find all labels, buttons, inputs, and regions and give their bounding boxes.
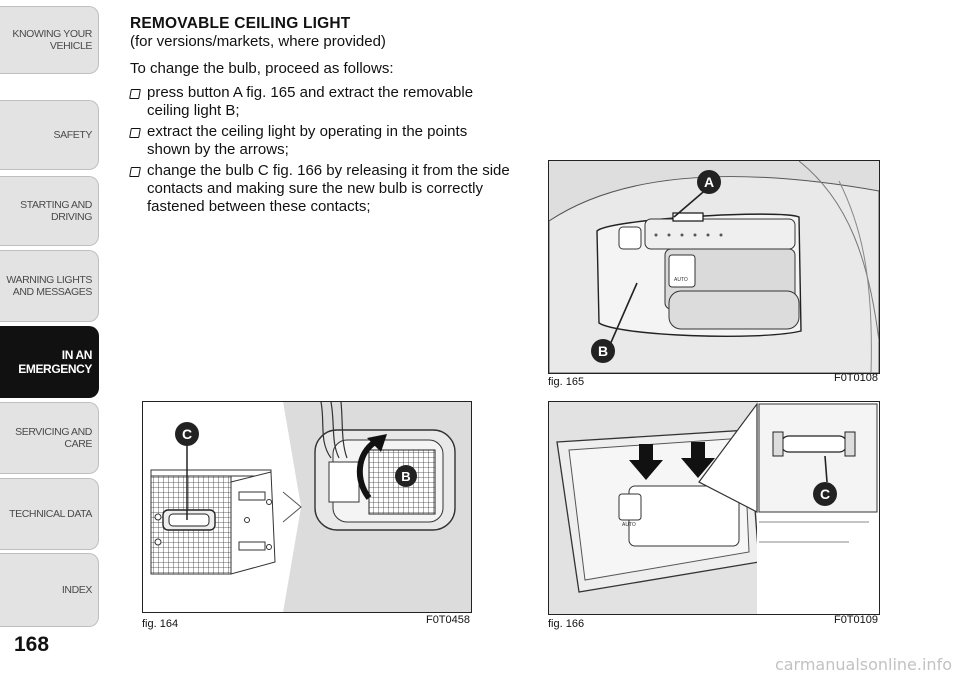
step-text: change the bulb C fig. 166 by releasing … bbox=[147, 162, 510, 215]
tab-label: TECHNICAL DATA bbox=[9, 508, 92, 520]
tab-label: CARE bbox=[64, 438, 92, 450]
callout-circle bbox=[175, 422, 199, 446]
auto-label: AUTO bbox=[622, 522, 636, 528]
tab-warning-lights[interactable]: WARNING LIGHTS AND MESSAGES bbox=[0, 250, 99, 322]
figure-166-code: F0T0109 bbox=[833, 614, 878, 626]
step-text: press button A fig. 165 and extract the … bbox=[147, 84, 474, 119]
figure-165-code: F0T0108 bbox=[833, 372, 878, 384]
callout-letter: C bbox=[820, 486, 830, 502]
tab-starting-and-driving[interactable]: STARTING AND DRIVING bbox=[0, 176, 99, 246]
section-content: REMOVABLE CEILING LIGHT (for versions/ma… bbox=[129, 15, 510, 219]
callout-letter: B bbox=[598, 343, 608, 359]
auto-label: AUTO bbox=[674, 277, 688, 283]
callout-circle bbox=[395, 465, 417, 487]
bullet-icon bbox=[129, 89, 141, 99]
figure-165-drawing: AUTO bbox=[549, 161, 879, 373]
page-number: 168 bbox=[14, 633, 50, 656]
tab-label: DRIVING bbox=[51, 211, 92, 223]
callout-circle bbox=[591, 339, 615, 363]
bullet-icon bbox=[129, 128, 141, 138]
tab-label: EMERGENCY bbox=[18, 362, 92, 376]
tab-label: SERVICING AND bbox=[15, 426, 92, 438]
tab-technical-data[interactable]: TECHNICAL DATA bbox=[0, 478, 99, 550]
tab-label: AND MESSAGES bbox=[12, 286, 93, 298]
callout-c-fig166: C bbox=[813, 482, 837, 506]
tab-label: WARNING LIGHTS bbox=[6, 274, 92, 286]
callout-circle bbox=[697, 170, 721, 194]
section-subheading: (for versions/markets, where provided) bbox=[130, 33, 386, 50]
tab-label: SAFETY bbox=[53, 129, 93, 141]
tab-knowing-your-vehicle[interactable]: KNOWING YOUR VEHICLE bbox=[0, 6, 99, 74]
watermark: carmanualsonline.info bbox=[774, 655, 952, 674]
tab-in-an-emergency[interactable]: IN AN EMERGENCY bbox=[0, 326, 99, 398]
figure-165-caption: fig. 165 bbox=[548, 376, 585, 388]
section-tabs: KNOWING YOUR VEHICLE SAFETY STARTING AND… bbox=[0, 0, 101, 635]
callout-b-fig165: B bbox=[591, 339, 615, 363]
tab-label: VEHICLE bbox=[49, 40, 93, 52]
callout-b-fig164: B bbox=[395, 465, 417, 487]
callout-letter: A bbox=[704, 174, 714, 190]
tab-label: IN AN bbox=[61, 348, 93, 362]
tab-index[interactable]: INDEX bbox=[0, 553, 99, 627]
step-text: extract the ceiling light by operating i… bbox=[147, 123, 468, 158]
figure-166-illustration: AUTO bbox=[548, 401, 880, 615]
intro-text: To change the bulb, proceed as follows: bbox=[130, 60, 394, 77]
figure-164-drawing bbox=[150, 402, 471, 612]
callout-circle bbox=[813, 482, 837, 506]
figure-164-code: F0T0458 bbox=[425, 614, 470, 626]
figure-166: AUTO C fig. 166 F0T0109 bbox=[548, 401, 880, 633]
figure-164-caption: fig. 164 bbox=[142, 618, 179, 630]
tab-servicing-and-care[interactable]: SERVICING AND CARE bbox=[0, 402, 99, 474]
callout-letter: C bbox=[182, 426, 192, 442]
figure-165-illustration: AUTO bbox=[548, 160, 880, 374]
figure-166-caption: fig. 166 bbox=[548, 618, 585, 630]
figure-165: AUTO A B fig. 165 F0T0108 bbox=[548, 160, 880, 388]
callout-c-fig164: C bbox=[175, 422, 199, 446]
section-heading: REMOVABLE CEILING LIGHT bbox=[130, 15, 351, 32]
bullet-icon bbox=[129, 167, 141, 177]
figure-166-drawing: AUTO bbox=[549, 402, 879, 614]
callout-letter: B bbox=[401, 469, 410, 484]
list-item: extract the ceiling light by operating i… bbox=[129, 123, 510, 159]
list-item: press button A fig. 165 and extract the … bbox=[129, 84, 510, 120]
tab-label: STARTING AND bbox=[20, 199, 92, 211]
list-item: change the bulb C fig. 166 by releasing … bbox=[129, 162, 510, 216]
figure-164: C B fig. 164 F0T0458 bbox=[142, 401, 472, 633]
tab-label: KNOWING YOUR bbox=[12, 28, 92, 40]
tab-safety[interactable]: SAFETY bbox=[0, 100, 99, 170]
tab-label: INDEX bbox=[61, 584, 92, 596]
step-list: press button A fig. 165 and extract the … bbox=[129, 84, 510, 216]
callout-a-fig165: A bbox=[697, 170, 721, 194]
figure-164-illustration bbox=[142, 401, 472, 613]
